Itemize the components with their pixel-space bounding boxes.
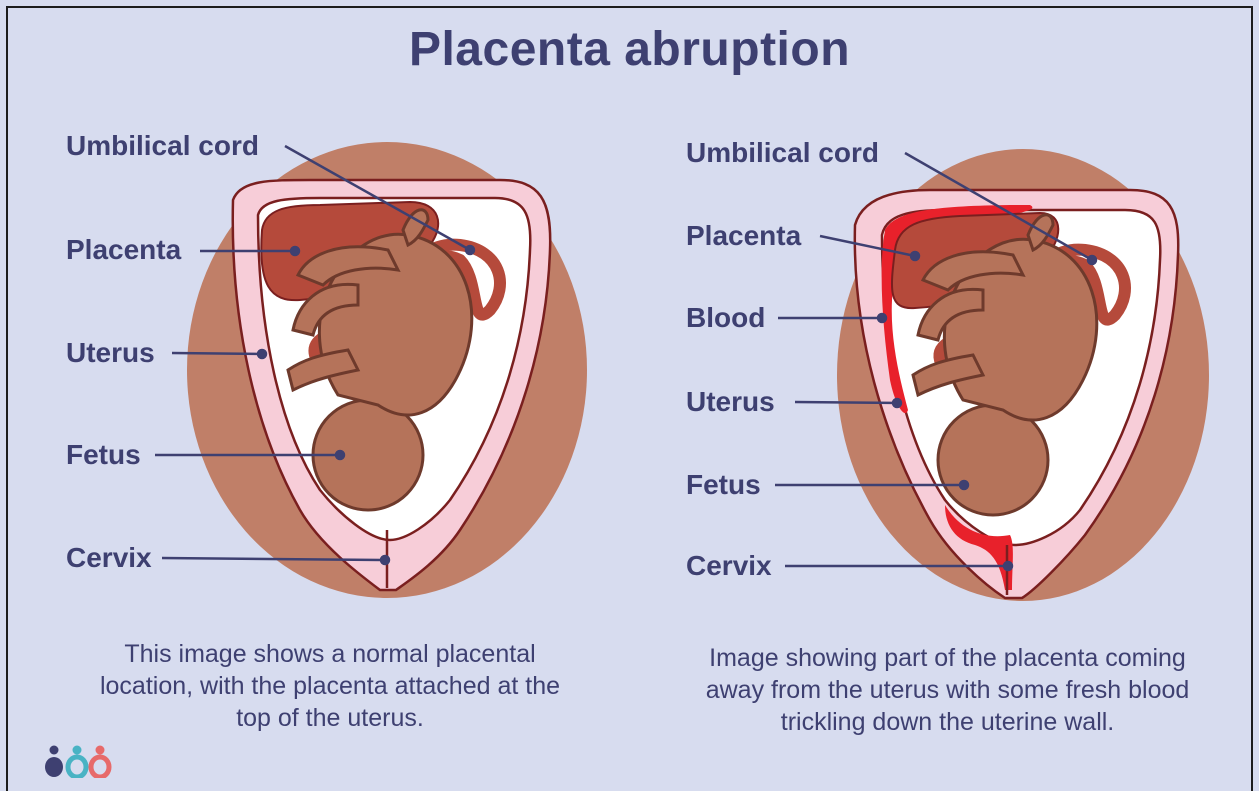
right-label-cervix: Cervix [686, 550, 772, 582]
left-label-placenta: Placenta [66, 234, 181, 266]
right-label-umbilical-cord: Umbilical cord [686, 137, 879, 169]
right-label-blood: Blood [686, 302, 765, 334]
left-label-cervix: Cervix [66, 542, 152, 574]
left-diagram [187, 142, 587, 598]
left-label-uterus: Uterus [66, 337, 155, 369]
right-label-placenta: Placenta [686, 220, 801, 252]
left-label-umbilical-cord: Umbilical cord [66, 130, 259, 162]
right-caption: Image showing part of the placenta comin… [700, 642, 1195, 738]
right-diagram [837, 149, 1209, 601]
left-caption: This image shows a normal placental loca… [80, 638, 580, 734]
three-people-logo-icon [42, 744, 122, 778]
left-label-fetus: Fetus [66, 439, 141, 471]
right-label-fetus: Fetus [686, 469, 761, 501]
right-label-uterus: Uterus [686, 386, 775, 418]
